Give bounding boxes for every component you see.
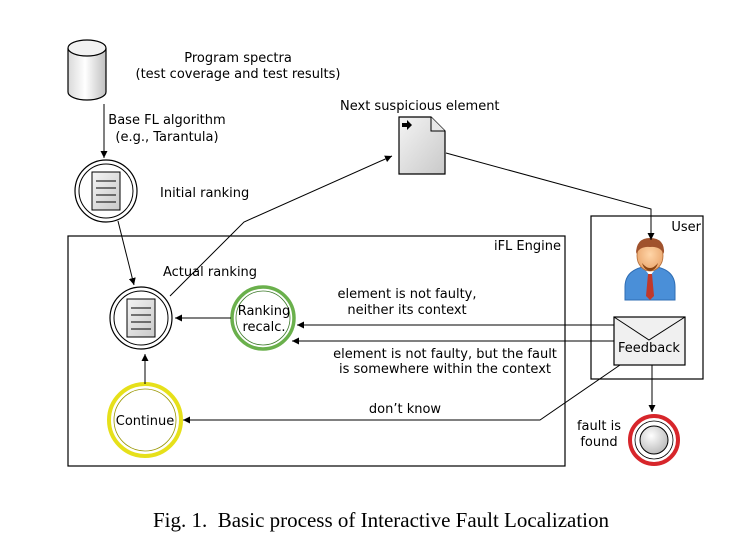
ranking-recalc-sublabel: recalc.	[242, 320, 285, 335]
edge-next-to-user	[445, 152, 655, 240]
user-label: User	[671, 220, 701, 235]
ranking-list-icon	[126, 298, 156, 338]
base-fl-label: Base FL algorithm	[108, 113, 225, 128]
ranking-list-icon	[91, 171, 121, 211]
edge-label-dont-know: don’t know	[369, 402, 442, 417]
actual-ranking-node	[109, 286, 173, 350]
edge-label-not-faulty-context: neither its context	[347, 303, 466, 318]
document-icon	[398, 116, 446, 175]
base-fl-sublabel: (e.g., Tarantula)	[115, 130, 218, 145]
edge-initial-to-actual	[117, 220, 136, 286]
fault-found-label: fault is	[577, 419, 621, 434]
actual-ranking-label: Actual ranking	[163, 265, 257, 280]
feedback-label: Feedback	[618, 341, 680, 356]
edge-label-in-context: element is not faulty, but the fault	[333, 347, 557, 362]
user-box	[590, 215, 704, 380]
continue-node	[107, 382, 183, 458]
ifl-engine-label: iFL Engine	[494, 239, 561, 254]
edge-actual-to-next	[169, 155, 393, 297]
initial-ranking-label: Initial ranking	[160, 186, 249, 201]
fault-found-node	[628, 414, 680, 466]
ranking-recalc-label: Ranking	[238, 304, 291, 319]
edge-label-not-faulty: element is not faulty,	[338, 287, 477, 302]
initial-ranking-node	[74, 159, 138, 223]
user-icon	[624, 238, 676, 301]
next-suspicious-label: Next suspicious element	[340, 99, 500, 114]
envelope-icon	[613, 316, 686, 366]
figure-caption: Fig. 1. Basic process of Interactive Fau…	[153, 508, 610, 532]
edge-label-in-context-2: is somewhere within the context	[339, 362, 551, 377]
arrow-right-icon	[402, 120, 412, 130]
program-spectra-sublabel: (test coverage and test results)	[136, 67, 341, 82]
fault-found-sublabel: found	[580, 435, 617, 450]
database-icon	[67, 39, 107, 101]
program-spectra-label: Program spectra	[184, 51, 292, 66]
continue-label: Continue	[116, 414, 174, 429]
ranking-recalc-node	[230, 285, 296, 351]
ifl-engine-box	[67, 235, 566, 467]
edge-feedback-dont-know	[183, 364, 621, 424]
